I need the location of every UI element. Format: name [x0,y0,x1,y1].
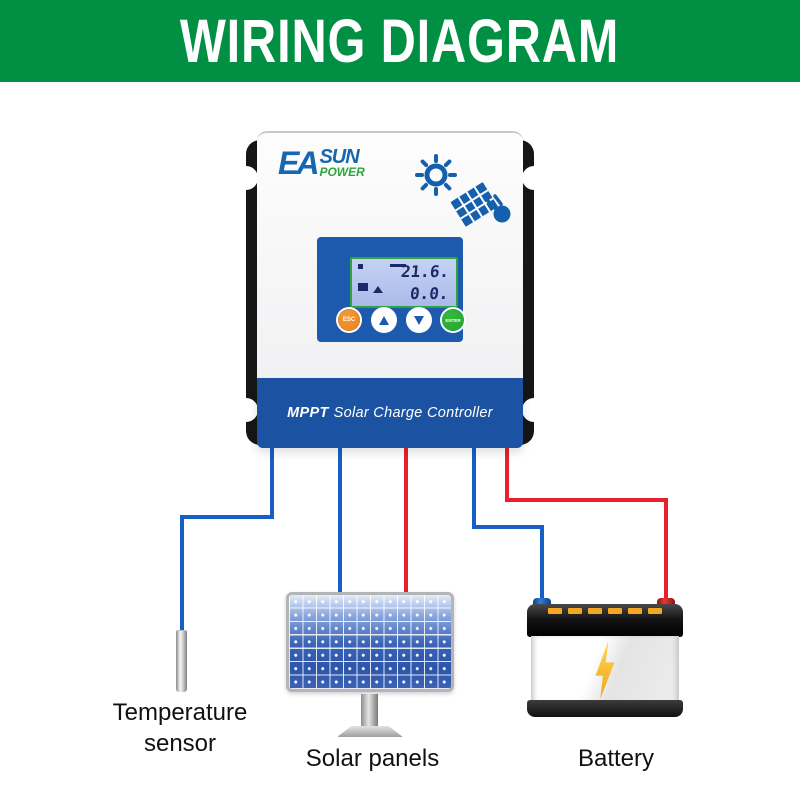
logo-ea-text: EA [278,145,319,181]
solar-panel [286,592,454,692]
logo-power-text: POWER [319,165,365,179]
mount-notch [234,398,258,422]
lcd-status-icon [390,264,406,267]
vent-cap [648,608,662,614]
enter-button-label: ENTER [445,317,461,323]
lcd-arrow-icon [373,286,383,293]
esc-button-label: ESC [342,317,356,323]
controller-name-bold: MPPT [287,405,329,421]
vent-cap [588,608,602,614]
esc-button: ESC [338,309,360,331]
vent-cap [568,608,582,614]
logo-sun-text: SUN [319,146,359,168]
temperature-sensor-label: Temperature sensor [112,699,248,757]
battery-top-cap [527,604,683,637]
vent-cap [548,608,562,614]
down-button [408,309,430,331]
up-arrow-icon [379,315,389,325]
battery-label: Battery [577,745,655,772]
lcd-battery-icon [358,283,368,291]
banner: WIRING DIAGRAM [0,0,800,82]
mount-notch [522,398,546,422]
vent-cap [628,608,642,614]
mount-notch [234,166,258,190]
lightning-icon [595,641,615,699]
solar-panels-label: Solar panels [305,745,440,772]
controller-name-rest: Solar Charge Controller [333,405,493,421]
sun-icon [415,154,457,196]
enter-button: ENTER [442,309,464,331]
up-button [373,309,395,331]
temperature-sensor-probe [176,630,187,692]
vent-cap [608,608,622,614]
battery-foot [527,700,683,717]
easun-power-logo: EA SUN POWER [278,147,365,179]
plug-icon [486,194,511,223]
page-title: WIRING DIAGRAM [180,6,620,76]
solar-energy-emblem [415,154,511,227]
lcd-pv-icon [358,264,363,269]
battery-body [531,636,679,702]
mount-notch [522,166,546,190]
battery-positive-wire [505,446,668,606]
down-arrow-icon [414,315,424,325]
lcd-value-top: 21.6. [399,262,451,281]
battery-negative-wire [472,446,544,606]
lcd-value-bottom: 0.0. [409,284,451,303]
lcd-screen: 21.6. 0.0. [350,257,458,308]
temp-sensor-wire [180,446,274,632]
solar-panel-post [361,694,378,727]
solar-panel-base [337,726,403,737]
